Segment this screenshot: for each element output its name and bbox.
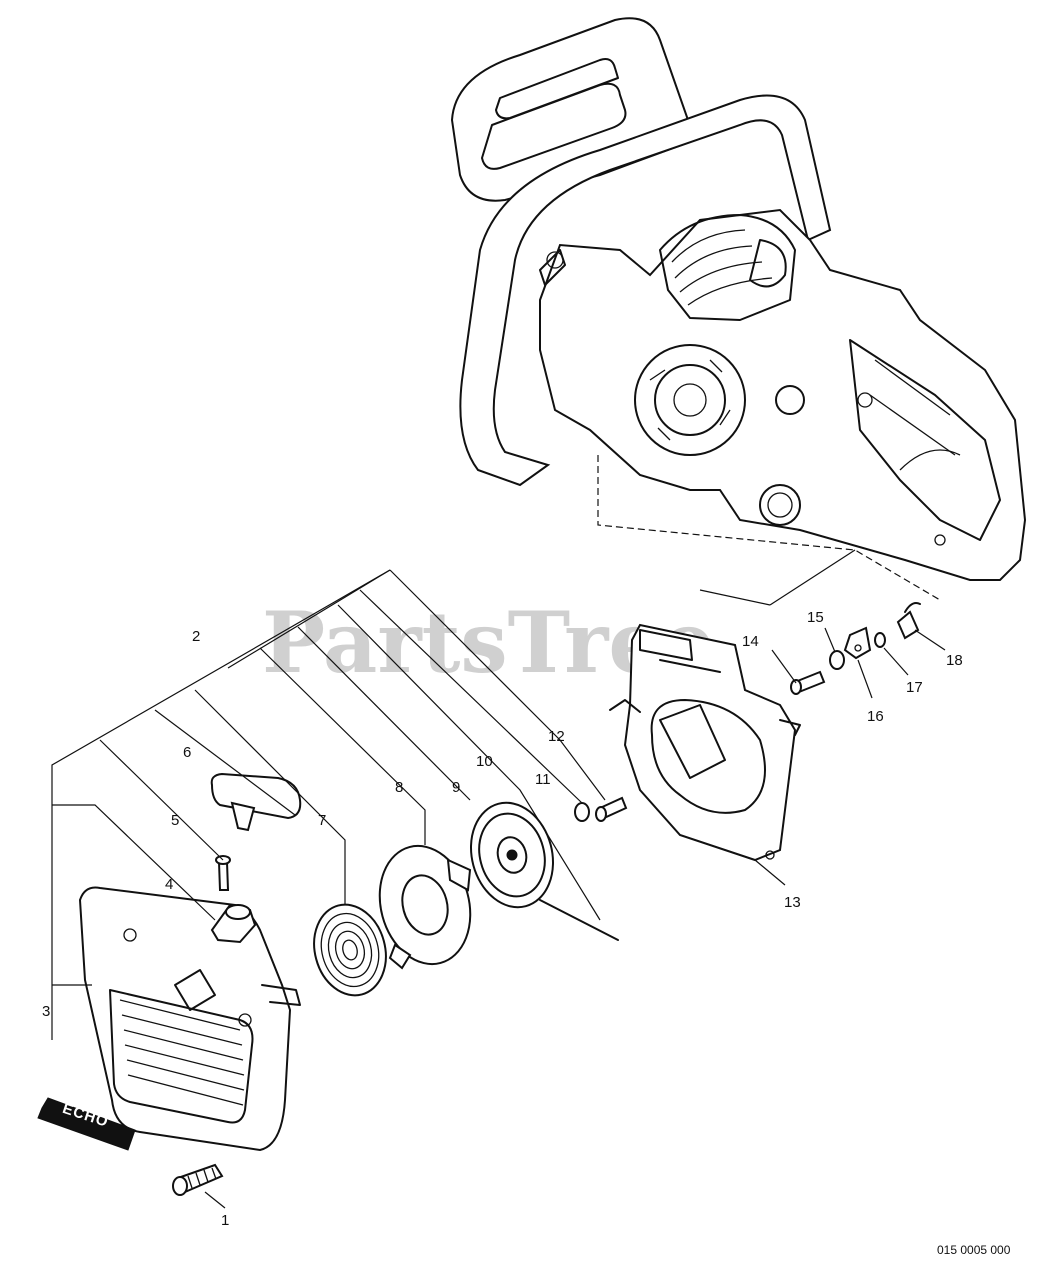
pawl: [843, 626, 872, 660]
washer-17: [874, 632, 886, 648]
callout-16: 16: [867, 708, 884, 725]
callout-3: 3: [42, 1003, 50, 1020]
rope-guide: [210, 903, 257, 944]
chainsaw-body: [450, 17, 1027, 581]
callout-10: 10: [476, 753, 493, 770]
screw-1: [172, 1163, 224, 1196]
bolt-12: [595, 796, 628, 822]
callout-numbers: 1 2 3 4 5 6 7 8 9 10 11 12 13 14 15 16 1…: [42, 609, 963, 1229]
callout-17: 17: [906, 679, 923, 696]
callout-8: 8: [395, 779, 403, 796]
fan-housing: [609, 623, 801, 862]
callout-7: 7: [318, 812, 326, 829]
callout-2: 2: [192, 628, 200, 645]
callout-9: 9: [452, 779, 460, 796]
starter-cover: [78, 886, 301, 1152]
washer-11: [574, 802, 590, 822]
starter-rope: [539, 899, 619, 941]
callout-12: 12: [548, 728, 565, 745]
callout-13: 13: [784, 894, 801, 911]
washer-15: [829, 650, 845, 670]
callout-14: 14: [742, 633, 759, 650]
pawl-spring: [896, 602, 921, 640]
screw-5: [215, 855, 231, 891]
leader-lines: [51, 569, 946, 1209]
callout-4: 4: [165, 876, 173, 893]
spring-case: [378, 844, 472, 970]
callout-15: 15: [807, 609, 824, 626]
bolt-14: [790, 670, 826, 695]
callout-1: 1: [221, 1212, 229, 1229]
rope-reel: [470, 801, 554, 909]
drawing-number: 015 0005 000: [937, 1243, 1011, 1257]
callout-18: 18: [946, 652, 963, 669]
callout-5: 5: [171, 812, 179, 829]
starter-handle: [210, 772, 302, 832]
callout-11: 11: [535, 771, 551, 788]
callout-6: 6: [183, 744, 191, 761]
rewind-spring: [313, 903, 387, 997]
